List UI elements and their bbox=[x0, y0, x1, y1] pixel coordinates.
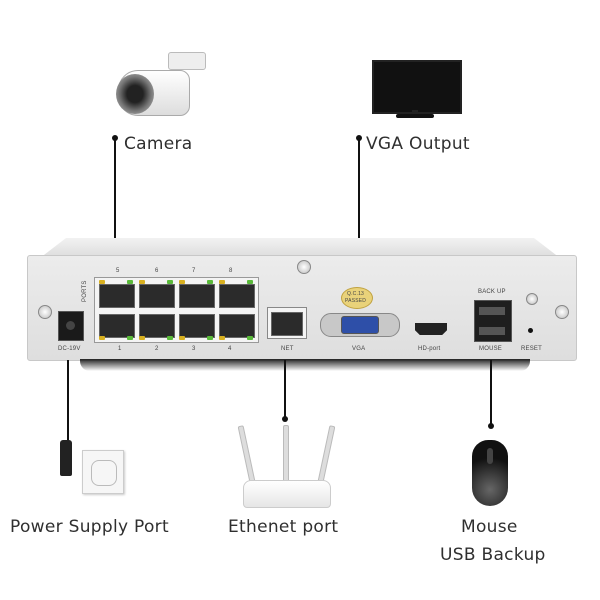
poe-port-5[interactable] bbox=[99, 284, 135, 308]
net-port[interactable] bbox=[271, 312, 303, 336]
port-number-label: 5 bbox=[116, 268, 120, 274]
ethernet-connector-line bbox=[284, 360, 286, 418]
mouse-connector-dot bbox=[488, 423, 494, 429]
poe-port-block bbox=[94, 277, 259, 343]
mouse-connector-line bbox=[490, 360, 492, 424]
led-indicator bbox=[99, 336, 105, 340]
ground-screw-icon bbox=[526, 293, 538, 305]
led-indicator bbox=[179, 280, 185, 284]
router-body bbox=[243, 480, 331, 508]
hdmi-port[interactable] bbox=[415, 323, 447, 335]
screw-icon bbox=[555, 305, 569, 319]
poe-port-4[interactable] bbox=[219, 314, 255, 338]
port-number-label: 2 bbox=[155, 346, 159, 352]
usb-mouse-port[interactable] bbox=[479, 327, 505, 335]
net-port-frame bbox=[267, 307, 307, 339]
dc-power-port[interactable] bbox=[58, 311, 84, 341]
port-number-label: 6 bbox=[155, 268, 159, 274]
camera-mount bbox=[168, 52, 206, 70]
camera-label: Camera bbox=[124, 134, 193, 154]
mouse-label: Mouse bbox=[461, 517, 518, 537]
dc-label: DC-19V bbox=[58, 346, 81, 352]
poe-port-6[interactable] bbox=[139, 284, 175, 308]
mouse-port-label: MOUSE bbox=[479, 346, 503, 352]
led-indicator bbox=[219, 336, 225, 340]
usb-ports bbox=[474, 300, 512, 342]
qc-passed-sticker: Q.C.13 PASSED bbox=[341, 287, 373, 309]
ports-title: PORTS bbox=[82, 280, 88, 302]
qc-sticker-line1: Q.C.13 bbox=[347, 291, 365, 297]
outlet-face bbox=[91, 460, 117, 486]
reset-label: RESET bbox=[521, 346, 543, 352]
poe-port-7[interactable] bbox=[179, 284, 215, 308]
vga-connector bbox=[341, 316, 379, 334]
port-number-label: 1 bbox=[118, 346, 122, 352]
monitor-screen bbox=[372, 60, 462, 114]
led-indicator bbox=[139, 280, 145, 284]
nvr-shadow bbox=[80, 359, 530, 371]
led-indicator bbox=[247, 280, 253, 284]
led-indicator bbox=[167, 336, 173, 340]
vga-connector-line bbox=[358, 137, 360, 295]
port-number-label: 3 bbox=[192, 346, 196, 352]
led-indicator bbox=[219, 280, 225, 284]
vga-port[interactable] bbox=[320, 313, 400, 337]
port-number-label: 7 bbox=[192, 268, 196, 274]
nvr-top-cover bbox=[40, 238, 560, 258]
led-indicator bbox=[127, 280, 133, 284]
screw-icon bbox=[297, 260, 311, 274]
power-outlet-icon bbox=[82, 450, 124, 494]
reset-button[interactable] bbox=[528, 328, 533, 333]
vga-label: VGA bbox=[352, 346, 366, 352]
monitor-neck bbox=[412, 110, 418, 115]
mouse-wheel bbox=[487, 448, 493, 464]
qc-sticker-line2: PASSED bbox=[345, 298, 367, 304]
poe-port-8[interactable] bbox=[219, 284, 255, 308]
screw-icon bbox=[38, 305, 52, 319]
power-supply-port-label: Power Supply Port bbox=[10, 517, 169, 537]
led-indicator bbox=[99, 280, 105, 284]
ethernet-connector-dot bbox=[282, 416, 288, 422]
poe-port-3[interactable] bbox=[179, 314, 215, 338]
camera-connector-line bbox=[114, 137, 116, 269]
power-connector-line bbox=[67, 360, 69, 442]
backup-label: BACK UP bbox=[478, 289, 506, 295]
led-indicator bbox=[167, 280, 173, 284]
usb-backup-port[interactable] bbox=[479, 307, 505, 315]
led-indicator bbox=[179, 336, 185, 340]
led-indicator bbox=[139, 336, 145, 340]
camera-lens-icon bbox=[116, 74, 154, 114]
hd-port-label: HD-port bbox=[418, 346, 441, 352]
led-indicator bbox=[247, 336, 253, 340]
led-indicator bbox=[127, 336, 133, 340]
led-indicator bbox=[207, 280, 213, 284]
port-number-label: 8 bbox=[229, 268, 233, 274]
usb-backup-label: USB Backup bbox=[440, 545, 546, 565]
ethernet-port-label: Ethenet port bbox=[228, 517, 339, 537]
net-label: NET bbox=[281, 346, 294, 352]
monitor-stand bbox=[396, 114, 434, 118]
power-plug-icon bbox=[60, 440, 72, 476]
led-indicator bbox=[207, 336, 213, 340]
poe-port-2[interactable] bbox=[139, 314, 175, 338]
port-number-label: 4 bbox=[228, 346, 232, 352]
poe-port-1[interactable] bbox=[99, 314, 135, 338]
vga-output-label: VGA Output bbox=[366, 134, 470, 154]
